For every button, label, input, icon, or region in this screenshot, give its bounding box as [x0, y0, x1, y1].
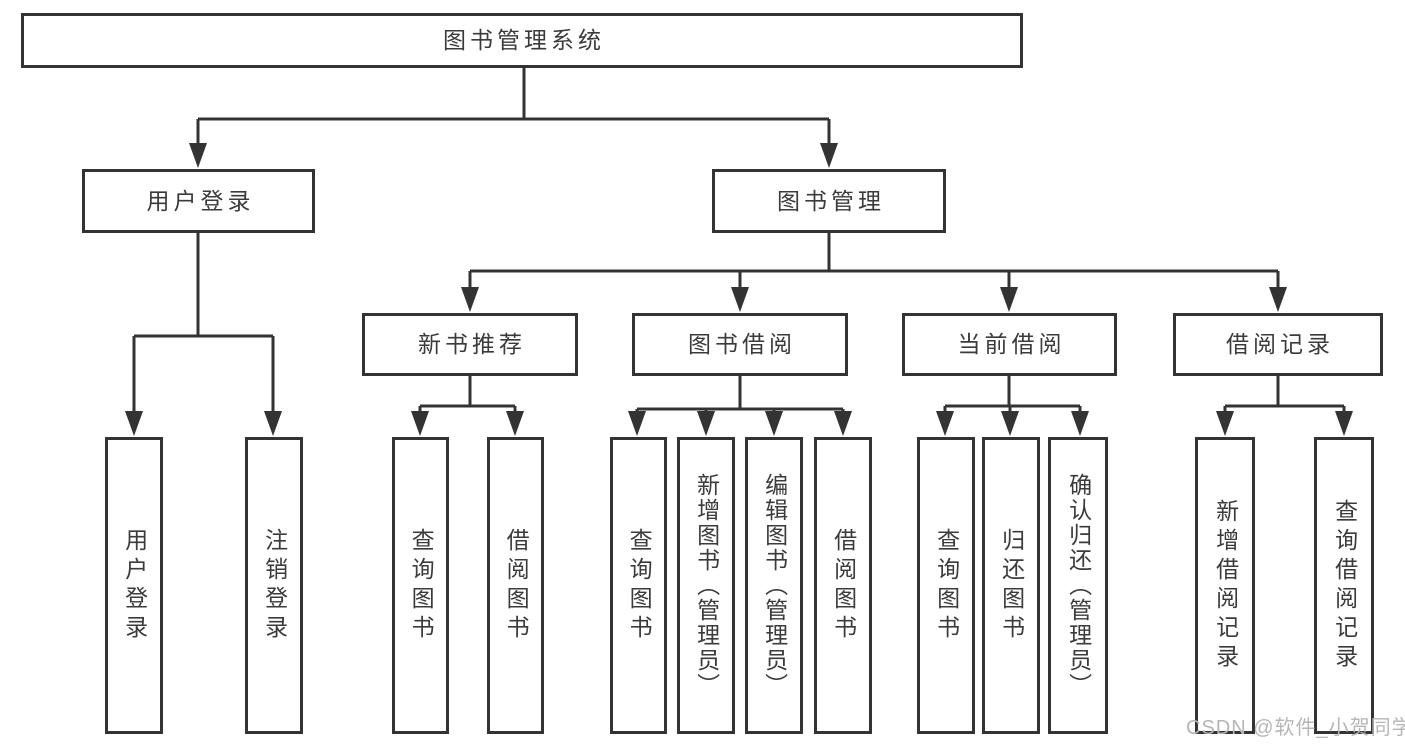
leaf-return-books-label: 归还图书: [998, 527, 1025, 644]
node-root-label: 图书管理系统: [443, 27, 605, 53]
node-user-login: 用户登录: [82, 169, 315, 233]
node-root: 图书管理系统: [21, 13, 1023, 68]
leaf-add-borrow-record-label: 新增借阅记录: [1212, 498, 1239, 673]
arrowhead: [1335, 411, 1353, 436]
arrowhead: [1001, 411, 1019, 436]
leaf-query-books-borrow: 查询图书: [610, 437, 667, 734]
arrowhead: [731, 287, 749, 312]
arrowhead: [264, 411, 282, 436]
connector-lines: [132, 66, 1346, 413]
leaf-logout-label: 注销登录: [261, 527, 288, 644]
node-new-book-recommend: 新书推荐: [362, 313, 578, 376]
node-book-borrow-label: 图书借阅: [688, 331, 796, 357]
leaf-query-books-newbook-label: 查询图书: [408, 527, 435, 644]
connector-borrowrecord-to-leaves: [1223, 375, 1346, 413]
arrowhead: [936, 411, 954, 436]
connector-bookmgmt-to-level3: [468, 231, 1280, 289]
leaf-query-borrow-record-label: 查询借阅记录: [1331, 498, 1358, 673]
arrowhead: [628, 411, 646, 436]
leaf-return-books: 归还图书: [982, 437, 1040, 734]
connector-currentborrow-to-leaves: [943, 375, 1082, 413]
arrowhead: [125, 411, 143, 436]
node-book-borrow: 图书借阅: [632, 313, 848, 376]
connector-root-to-level2: [196, 66, 831, 146]
connector-bookborrow-to-leaves: [635, 374, 845, 413]
leaf-query-books-newbook: 查询图书: [392, 437, 449, 734]
node-current-borrow-label: 当前借阅: [957, 331, 1066, 357]
leaf-user-login-label: 用户登录: [121, 527, 148, 644]
leaf-query-borrow-record: 查询借阅记录: [1314, 437, 1374, 734]
leaf-borrow-books-newbook: 借阅图书: [487, 437, 544, 734]
arrowhead: [411, 411, 429, 436]
leaf-query-books-borrow-label: 查询图书: [626, 527, 653, 644]
leaf-add-borrow-record: 新增借阅记录: [1195, 437, 1255, 734]
leaf-borrow-books-borrow: 借阅图书: [814, 437, 872, 734]
leaf-edit-books-admin-label: 编辑图书（管理员）: [761, 473, 788, 698]
leaf-query-books-current-label: 查询图书: [933, 527, 960, 644]
arrowhead: [189, 143, 207, 168]
leaf-add-books-admin: 新增图书（管理员）: [677, 437, 735, 734]
leaf-borrow-books-newbook-label: 借阅图书: [503, 527, 530, 644]
arrowhead: [1000, 287, 1018, 312]
node-new-book-recommend-label: 新书推荐: [418, 331, 526, 357]
node-book-management-label: 图书管理: [777, 187, 885, 214]
arrowhead: [461, 287, 479, 312]
leaf-confirm-return-admin: 确认归还（管理员）: [1048, 437, 1108, 734]
arrowhead: [697, 411, 715, 436]
arrowhead: [834, 411, 852, 436]
arrowhead: [506, 411, 524, 436]
node-borrow-record: 借阅记录: [1173, 313, 1383, 376]
leaf-logout: 注销登录: [245, 437, 303, 734]
node-user-login-label: 用户登录: [146, 187, 255, 214]
leaf-add-books-admin-label: 新增图书（管理员）: [693, 473, 720, 698]
leaf-user-login: 用户登录: [105, 437, 163, 734]
arrowhead: [765, 411, 783, 436]
connector-userlogin-to-leaves: [132, 231, 275, 413]
node-current-borrow: 当前借阅: [902, 313, 1117, 376]
node-book-management: 图书管理: [712, 169, 946, 233]
leaf-query-books-current: 查询图书: [917, 437, 975, 734]
arrowheads: [125, 143, 1353, 436]
connector-newbook-to-leaves: [418, 374, 517, 413]
leaf-edit-books-admin: 编辑图书（管理员）: [745, 437, 803, 734]
node-borrow-record-label: 借阅记录: [1226, 331, 1334, 357]
leaf-borrow-books-borrow-label: 借阅图书: [830, 527, 857, 644]
arrowhead: [1216, 411, 1234, 436]
arrowhead: [1071, 411, 1089, 436]
arrowhead: [820, 143, 838, 168]
leaf-confirm-return-admin-label: 确认归还（管理员）: [1065, 473, 1092, 698]
arrowhead: [1269, 287, 1287, 312]
